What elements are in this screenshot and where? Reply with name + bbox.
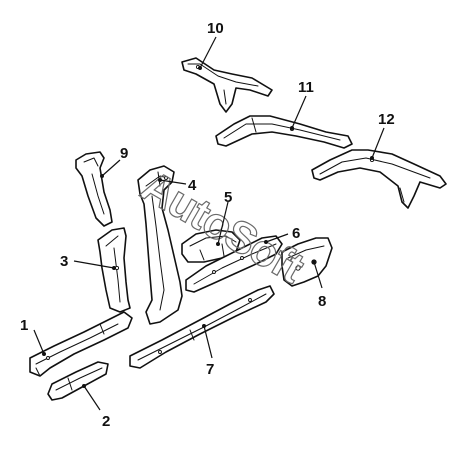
callout-1: 1	[20, 317, 28, 334]
callout-4: 4	[188, 177, 197, 194]
part-6-inner-member	[185, 235, 283, 293]
callout-5: 5	[224, 189, 232, 206]
callout-9: 9	[120, 145, 128, 162]
part-2-rocker-extension	[47, 361, 109, 401]
leader-lines	[33, 36, 385, 411]
part-9-upper-pillar	[75, 151, 113, 227]
callout-2: 2	[102, 413, 110, 430]
part-4-center-pillar	[137, 165, 183, 325]
callout-6: 6	[292, 225, 300, 242]
callout-7: 7	[206, 361, 214, 378]
part-11-roof-rail	[215, 115, 353, 149]
callout-labels: 1 2 3 4 5 6 7 8 9 10 11 12	[20, 20, 395, 430]
callout-11: 11	[298, 79, 314, 96]
callout-3: 3	[60, 253, 68, 270]
part-12-rear-roof-rail	[311, 149, 447, 209]
part-1-front-rocker	[29, 311, 133, 377]
callout-8: 8	[318, 293, 326, 310]
part-10-roof-bow	[181, 57, 273, 113]
callout-10: 10	[207, 20, 224, 37]
callout-12: 12	[378, 111, 395, 128]
